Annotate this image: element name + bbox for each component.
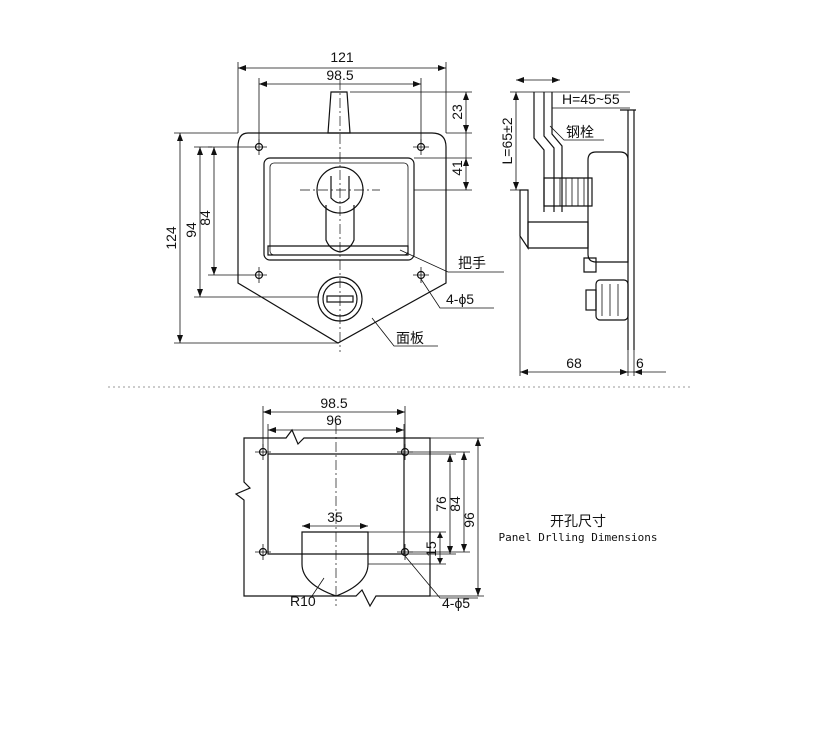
drill-dim-96: 96 [461,512,477,528]
dim-hole-spacing: 98.5 [326,67,353,83]
drill-dim-15: 15 [423,541,439,557]
threaded-stud [543,177,593,207]
bracket [527,221,589,249]
mounting-holes [251,139,429,283]
drill-dim-35: 35 [327,509,343,525]
drilling-view: 98.5 96 76 84 96 15 35 R10 4-ϕ5 开孔尺寸 Pan… [234,395,658,611]
lock-housing [587,151,629,263]
drill-dim-hole-spacing: 98.5 [320,395,347,411]
front-view: 121 98.5 23 41 124 94 84 把手 4-ϕ5 面板 [163,49,504,352]
lock-cutout [301,531,369,597]
handle-bar [267,245,409,256]
dim-handle-height: 23 [449,104,465,120]
drilling-title-en: Panel Drlling Dimensions [499,531,658,544]
label-handle: 把手 [458,256,486,272]
dim-hole-vertical: 94 [183,222,199,238]
handle-side [519,189,529,250]
dim-depth: 68 [566,355,582,371]
recess-inner-edge [269,162,409,256]
label-panel: 面板 [396,331,424,347]
dim-window-height: 41 [449,160,465,176]
drill-holes [255,444,413,560]
side-view: H=45~55 L=65±2 钢栓 68 6 [499,77,666,376]
recess-window [263,157,415,261]
drill-dim-84: 84 [447,496,463,512]
dim-l: L=65±2 [499,117,515,164]
dim-overall-width: 121 [330,49,354,65]
lock-cylinder-side [595,279,629,321]
drill-dim-inner-width: 96 [326,412,342,428]
dim-thickness: 6 [636,355,644,371]
bolt-rods [533,92,563,212]
dim-inner-height: 84 [197,210,213,226]
drilling-title-cn: 开孔尺寸 [550,514,606,530]
panel-plate-outline [237,132,447,344]
dim-h-range: H=45~55 [562,91,620,107]
label-bolt: 钢栓 [566,125,594,141]
drill-label-holes: 4-ϕ5 [442,595,470,611]
label-radius: R10 [290,593,316,609]
cam [583,257,597,273]
cylinder-face [585,289,597,311]
drill-dim-76: 76 [433,496,449,512]
panel-break-outline [234,428,431,608]
handle-top-stub [327,91,351,134]
label-holes: 4-ϕ5 [446,291,474,307]
dim-overall-height: 124 [163,226,179,250]
thread-marks [559,178,585,206]
cylinder-ribs [601,284,619,316]
front-center-lines [300,80,380,352]
